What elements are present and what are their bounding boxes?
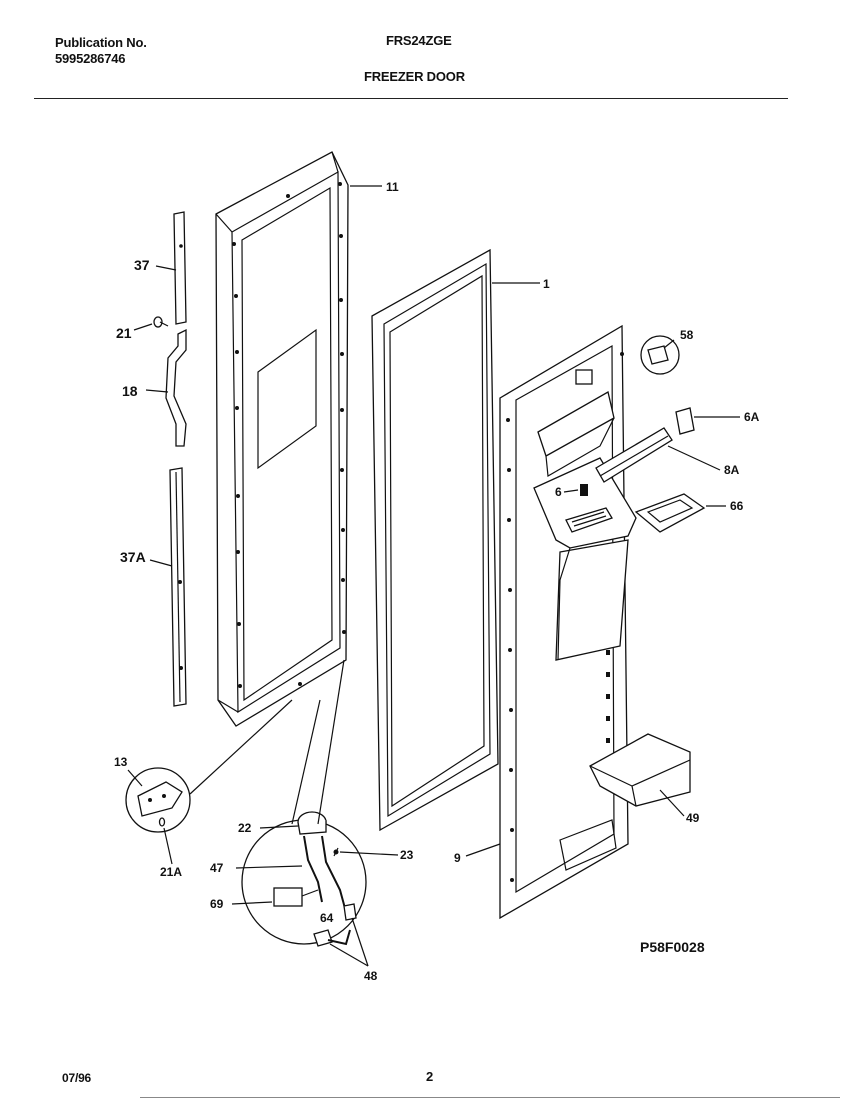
publication-number: 5995286746 (55, 51, 126, 66)
model-number: FRS24ZGE (386, 33, 452, 48)
outer-door-panel (499, 324, 637, 920)
callout-37a: 37A (120, 549, 146, 565)
callout-58: 58 (680, 328, 694, 342)
callout-9: 9 (454, 851, 461, 865)
callout-69: 69 (210, 897, 224, 911)
light-wiring-detail (241, 811, 367, 947)
screw (153, 316, 169, 328)
dispenser-cover (634, 493, 706, 533)
section-title: FREEZER DOOR (364, 69, 465, 84)
door-bin (589, 733, 691, 807)
callout-21: 21 (116, 325, 132, 341)
callout-1: 1 (543, 277, 550, 291)
leader-lines (127, 185, 740, 967)
publication-label: Publication No. (55, 35, 147, 50)
callout-66: 66 (730, 499, 744, 513)
callout-64: 64 (320, 911, 334, 925)
callout-49: 49 (686, 811, 700, 825)
callout-6: 6 (555, 485, 562, 499)
callout-8a: 8A (724, 463, 740, 477)
upper-trim-strip (173, 211, 187, 325)
footer-rule (140, 1097, 840, 1098)
fastener-detail (640, 335, 680, 375)
drawing-code: P58F0028 (640, 939, 705, 955)
header-rule (34, 98, 788, 99)
door-liner-frame (215, 151, 349, 727)
callout-37: 37 (134, 257, 150, 273)
callout-13: 13 (114, 755, 128, 769)
hinge-detail (125, 767, 191, 833)
lower-trim-strip (169, 467, 187, 707)
callout-47: 47 (210, 861, 224, 875)
hinge-bracket (165, 328, 187, 447)
callout-18: 18 (122, 383, 138, 399)
callout-6a: 6A (744, 410, 760, 424)
callout-48: 48 (364, 969, 378, 983)
callout-11: 11 (386, 180, 399, 194)
clip (675, 407, 695, 435)
callout-22: 22 (238, 821, 252, 835)
page-number: 2 (426, 1069, 434, 1084)
door-gasket (371, 248, 499, 832)
dispenser-bar (595, 427, 673, 483)
callout-21a: 21A (160, 865, 182, 879)
footer-date: 07/96 (62, 1071, 92, 1085)
callout-23: 23 (400, 848, 414, 862)
